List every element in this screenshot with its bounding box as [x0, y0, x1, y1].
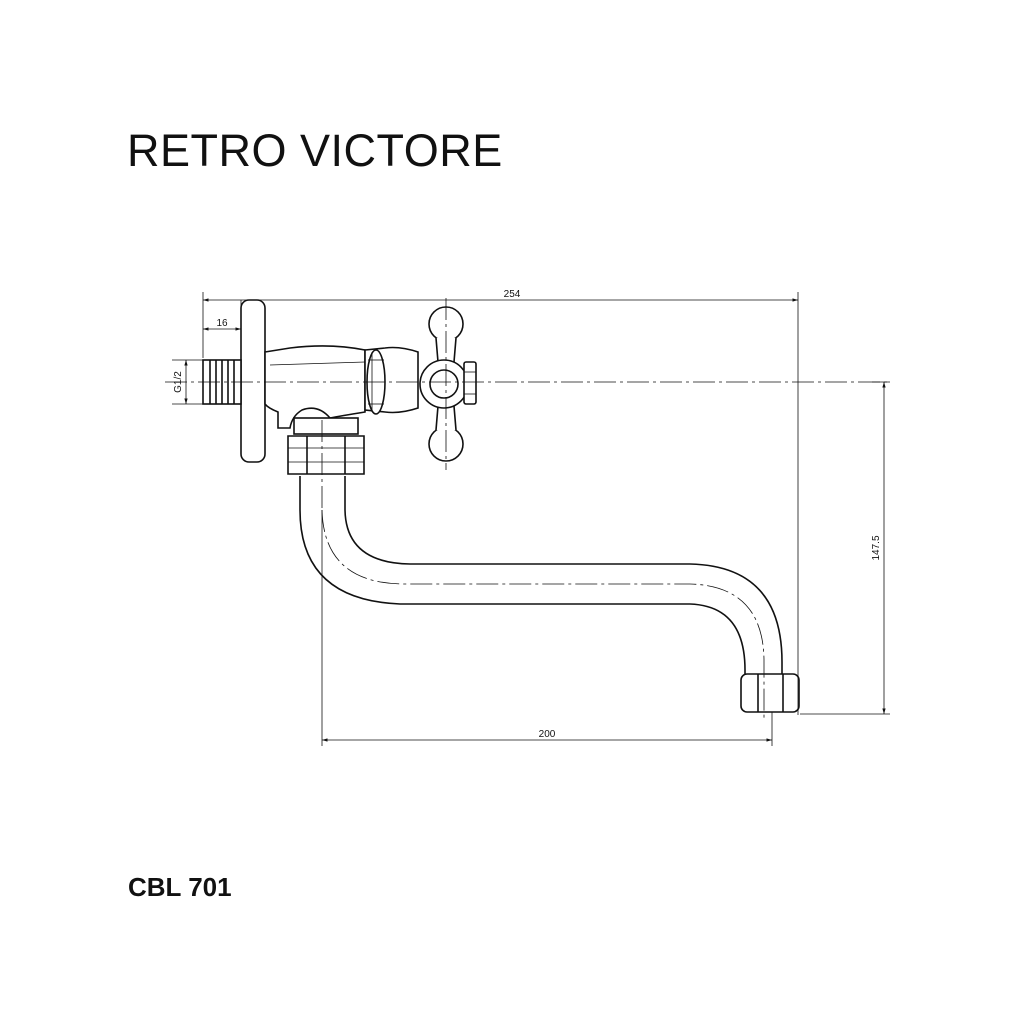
- dim-label-200: 200: [539, 729, 556, 740]
- product-title: RETRO VICTORE: [127, 125, 503, 176]
- hex-nut: [287, 417, 365, 475]
- spout-aerator: [740, 673, 800, 713]
- cross-handle: [419, 306, 477, 462]
- dim-label-254: 254: [504, 289, 521, 300]
- dim-label-147: 147.5: [871, 535, 882, 560]
- dim-label-g12: G1/2: [173, 371, 184, 393]
- dim-label-16: 16: [216, 318, 228, 329]
- spout-tube: [299, 476, 783, 676]
- wall-flange: [240, 299, 266, 463]
- model-number: CBL 701: [128, 872, 232, 902]
- valve-body: [264, 345, 366, 429]
- decorative-collar: [364, 346, 419, 415]
